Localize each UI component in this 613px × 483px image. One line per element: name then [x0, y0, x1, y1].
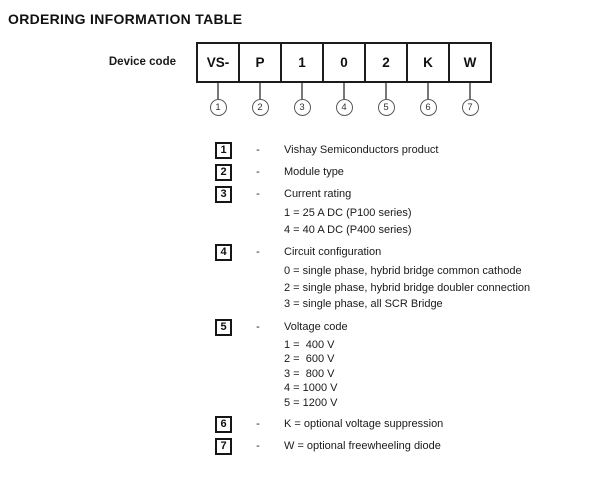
connector-line	[427, 83, 429, 99]
legend-label: Circuit configuration	[284, 246, 382, 258]
device-code-cell: 1	[280, 42, 324, 83]
device-code-cell: W	[448, 42, 492, 83]
legend-dash: -	[256, 144, 260, 156]
legend-item-5: 5 - Voltage code 1 = 400 V 2 = 600 V 3 =…	[215, 318, 613, 411]
device-code-section: Device code VS- 1 P 2 1 3 0 4	[0, 42, 613, 116]
legend-label: Vishay Semiconductors product	[284, 144, 439, 156]
legend-item-1: 1 - Vishay Semiconductors product	[215, 142, 613, 159]
device-code-label: Device code	[108, 56, 176, 68]
legend-item-4: 4 - Circuit configuration 0 = single pha…	[215, 244, 613, 313]
legend-subline: 1 = 400 V	[284, 338, 335, 351]
connector-line	[301, 83, 303, 99]
legend-subline: 0 = single phase, hybrid bridge common c…	[284, 265, 522, 277]
device-code-column-6: K 6	[406, 42, 450, 116]
legend-dash: -	[256, 440, 260, 452]
legend-subline: 1 = 25 A DC (P100 series)	[284, 207, 412, 219]
legend-item-2: 2 - Module type	[215, 164, 613, 181]
device-code-column-5: 2 5	[364, 42, 408, 116]
legend-subline: 4 = 40 A DC (P400 series)	[284, 223, 412, 236]
legend-sublines: 0 = single phase, hybrid bridge common c…	[284, 263, 613, 313]
legend-subline: 3 = single phase, all SCR Bridge	[284, 298, 443, 310]
position-number-circle: 4	[335, 99, 353, 116]
legend-number-box: 3	[215, 186, 232, 203]
legend-dash: -	[256, 188, 260, 200]
legend-item-3: 3 - Current rating 1 = 25 A DC (P100 ser…	[215, 186, 613, 238]
connector-line	[385, 83, 387, 99]
device-code-cell: K	[406, 42, 450, 83]
connector-line	[259, 83, 261, 99]
position-number-circle: 1	[209, 99, 227, 116]
position-number-circle: 6	[419, 99, 437, 116]
legend-subline: 3 = 800 V	[284, 367, 335, 380]
device-code-column-2: P 2	[238, 42, 282, 116]
connector-line	[217, 83, 219, 99]
device-code-column-4: 0 4	[322, 42, 366, 116]
device-code-cell: P	[238, 42, 282, 83]
connector-line	[469, 83, 471, 99]
legend-label: Module type	[284, 166, 344, 178]
connector-line	[343, 83, 345, 99]
legend-item-6: 6 - K = optional voltage suppression	[215, 416, 613, 433]
legend-label: Voltage code	[284, 320, 348, 333]
device-code-column-7: W 7	[448, 42, 492, 116]
legend-number-box: 4	[215, 244, 232, 261]
legend-item-7: 7 - W = optional freewheeling diode	[215, 438, 613, 455]
legend-dash: -	[256, 418, 260, 430]
legend-sublines: 1 = 25 A DC (P100 series) 4 = 40 A DC (P…	[284, 205, 613, 238]
legend-subline: 2 = 600 V	[284, 353, 335, 365]
legend-number-box: 1	[215, 142, 232, 159]
legend-subline: 2 = single phase, hybrid bridge doubler …	[284, 281, 531, 294]
legend-label: K = optional voltage suppression	[284, 418, 444, 430]
legend-label: Current rating	[284, 188, 352, 200]
position-number-circle: 2	[251, 99, 269, 116]
legend: 1 - Vishay Semiconductors product 2 - Mo…	[215, 142, 613, 455]
legend-dash: -	[256, 166, 260, 178]
legend-number-box: 2	[215, 164, 232, 181]
legend-number-box: 6	[215, 416, 232, 433]
page-title: ORDERING INFORMATION TABLE	[8, 11, 243, 27]
legend-subline: 5 = 1200 V	[284, 396, 338, 409]
legend-number-box: 5	[215, 318, 232, 336]
legend-dash: -	[256, 246, 260, 258]
legend-label: W = optional freewheeling diode	[284, 440, 441, 452]
device-code-column-3: 1 3	[280, 42, 324, 116]
legend-dash: -	[256, 320, 260, 333]
device-code-cell: 0	[322, 42, 366, 83]
position-number-circle: 5	[377, 99, 395, 116]
position-number-circle: 7	[461, 99, 479, 116]
legend-number-box: 7	[215, 438, 232, 455]
position-number-circle: 3	[293, 99, 311, 116]
device-code-cell: VS-	[196, 42, 240, 83]
legend-sublines: 1 = 400 V 2 = 600 V 3 = 800 V 4 = 1000 V…	[284, 338, 613, 411]
device-code-column-1: VS- 1	[196, 42, 240, 116]
device-code-strip: VS- 1 P 2 1 3 0 4 2 5	[196, 42, 492, 116]
device-code-cell: 2	[364, 42, 408, 83]
legend-subline: 4 = 1000 V	[284, 382, 338, 394]
